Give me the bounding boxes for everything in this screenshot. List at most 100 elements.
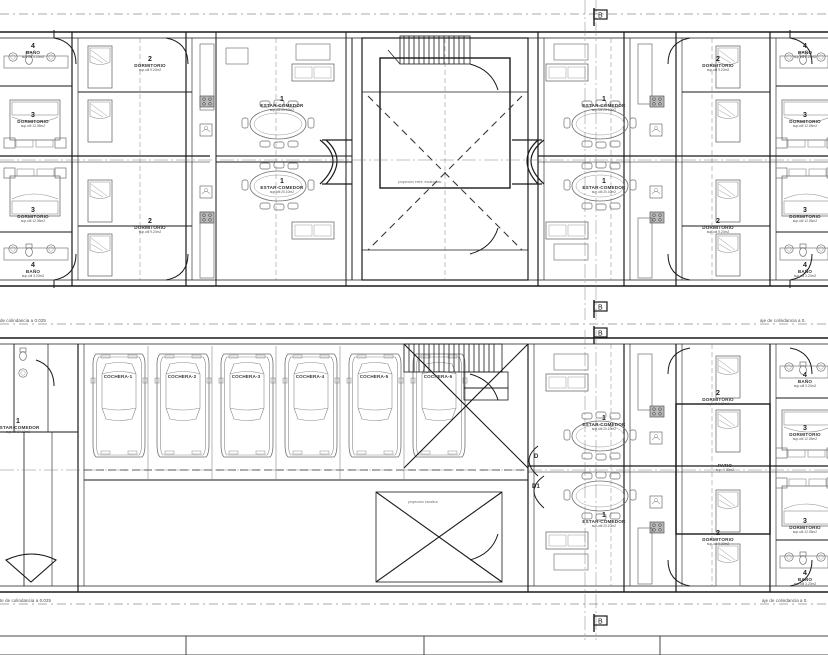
room-area: sup.util 12.05m2 xyxy=(792,530,818,534)
section-marker-b-upper-bottom: B xyxy=(592,300,612,318)
bath-fixtures-right-top xyxy=(779,51,828,69)
bed-single-right-top2 xyxy=(715,99,741,143)
room-area: sup.util 3.20m2 xyxy=(21,55,45,59)
note-left-top: de colindancia a 0.025 xyxy=(0,318,46,323)
bed-single-lower-right-top2 xyxy=(715,409,741,453)
room-number: 4 xyxy=(803,570,807,577)
room-number: 2 xyxy=(716,530,720,537)
note-patio-lower: proyeccion escalera xyxy=(408,500,438,504)
bath-fixtures-lower-right-top xyxy=(779,361,828,379)
garage-label-2: COCHERA-2 xyxy=(167,374,197,379)
room-number: 4 xyxy=(803,262,807,269)
room-number: 3 xyxy=(803,207,807,214)
bath-fixtures-left-top xyxy=(3,51,69,69)
garage-label-1: COCHERA-1 xyxy=(103,374,133,379)
room-name: ESTAR-COMEDOR xyxy=(582,519,626,524)
note-patio-upper: proyeccion entre. escalonado xyxy=(398,180,442,184)
room-area: sup.util 3.20m2 xyxy=(21,274,45,278)
garage-area xyxy=(77,344,528,592)
dimension-lines-lower xyxy=(0,330,828,640)
bed-single-left-top xyxy=(87,45,113,89)
room-name: DORMITORIO xyxy=(134,63,166,68)
room-name: ESTAR-COMEDOR xyxy=(582,103,626,108)
room-area: sup.util 12.05m2 xyxy=(20,219,46,223)
room-number: 2 xyxy=(148,56,152,63)
living-left-walls xyxy=(215,32,353,286)
room-name: PATIO xyxy=(717,463,733,468)
room-area: sup.util 12.05m2 xyxy=(792,124,818,128)
kitchen-lower-right xyxy=(637,353,665,585)
entry-lower-left xyxy=(0,344,78,586)
room-number: 3 xyxy=(803,518,807,525)
door-arcs-right xyxy=(469,30,813,288)
room-name: ESTAR-COMEDOR xyxy=(582,185,626,190)
room-number: 4 xyxy=(803,43,807,50)
svg-text:B: B xyxy=(598,619,603,626)
room-area: sup.util 20.10m2 xyxy=(591,524,617,528)
living-left-bottom xyxy=(241,161,335,240)
room-name: DORMITORIO xyxy=(789,214,821,219)
room-number: 1 xyxy=(280,178,284,185)
section-marker-b-top: B xyxy=(592,8,612,26)
room-number: 2 xyxy=(148,218,152,225)
room-name: BAÑO xyxy=(25,50,41,55)
dimension-lines-upper xyxy=(0,0,828,320)
room-name: ESTAR-COMEDOR xyxy=(260,185,304,190)
door-marker-d: D xyxy=(534,454,539,460)
room-name: DORMITORIO xyxy=(789,432,821,437)
room-number: 3 xyxy=(803,425,807,432)
room-area: sup.util 3.20m2 xyxy=(793,384,817,388)
note-right-top: aje de colindancia a 0. xyxy=(760,318,806,323)
bath-fixtures-right-bottom xyxy=(779,243,828,261)
room-number: 1 xyxy=(280,96,284,103)
room-name: DORMITORIO xyxy=(702,397,734,402)
room-name: BAÑO xyxy=(797,269,813,274)
room-area: sup.util 9.20m2 xyxy=(706,402,730,406)
title-block xyxy=(0,635,828,655)
room-number: 1 xyxy=(602,512,606,519)
room-area: sup.util 20.10m2 xyxy=(269,108,295,112)
room-area: sup.util 20.10m2 xyxy=(591,190,617,194)
kitchen-right xyxy=(637,43,665,279)
room-number: 1 xyxy=(602,96,606,103)
room-area: sup.util 9.20m2 xyxy=(706,542,730,546)
room-area: sup.util 3.20m2 xyxy=(793,582,817,586)
room-area: sup.util 3.20m2 xyxy=(793,55,817,59)
garage-label-5: COCHERA-5 xyxy=(359,374,389,379)
room-number: 1 xyxy=(602,178,606,185)
room-area: sup.util 12.05m2 xyxy=(792,437,818,441)
bed-single-lower-right-bottom2 xyxy=(715,543,741,587)
living-right-bottom xyxy=(545,161,637,261)
bed-single-right-bottom xyxy=(715,179,741,223)
door-arcs-lower xyxy=(469,347,813,587)
staircase-upper xyxy=(387,35,471,65)
upper-floor-plan xyxy=(0,0,828,320)
room-number: 4 xyxy=(803,372,807,379)
room-name: DORMITORIO xyxy=(702,537,734,542)
garage-label-3: COCHERA-3 xyxy=(231,374,261,379)
door-marker-d1: D1 xyxy=(532,484,540,490)
room-name: ESTAR-COMEDOR xyxy=(260,103,304,108)
svg-text:B: B xyxy=(598,305,603,312)
room-number: 3 xyxy=(803,112,807,119)
staircase-lower xyxy=(403,343,509,401)
bath-fixtures-left-bottom xyxy=(3,243,69,261)
room-area: sup.util 12.05m2 xyxy=(20,124,46,128)
bed-single-left-top2 xyxy=(87,99,113,143)
room-area: sup.util 20.10m2 xyxy=(591,108,617,112)
patio-lower xyxy=(675,403,771,535)
room-area: sup. 9.30m2 xyxy=(715,468,735,472)
